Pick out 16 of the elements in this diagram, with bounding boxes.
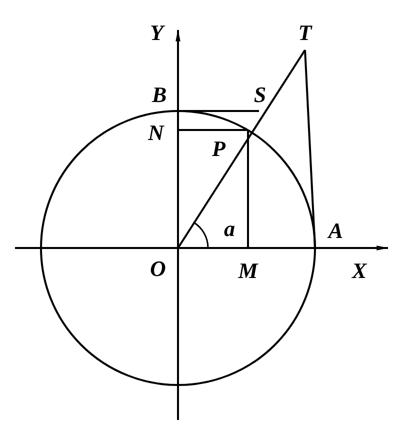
axis-label: Y <box>150 22 164 44</box>
point-label: S <box>246 84 274 111</box>
point-label: O <box>150 248 178 280</box>
line-segment <box>247 130 249 248</box>
point-label: P <box>212 130 248 160</box>
line-segment <box>178 110 259 112</box>
axis-label: X <box>352 260 367 282</box>
line-segment <box>304 50 316 248</box>
point-label: B <box>152 84 178 111</box>
point-label: T <box>292 22 318 50</box>
point-label: A <box>315 220 343 248</box>
angle-label: a <box>224 218 235 240</box>
point-label: N <box>148 120 178 146</box>
line-segment <box>177 49 306 249</box>
point-label: M <box>234 248 262 282</box>
line-segment <box>178 129 248 131</box>
